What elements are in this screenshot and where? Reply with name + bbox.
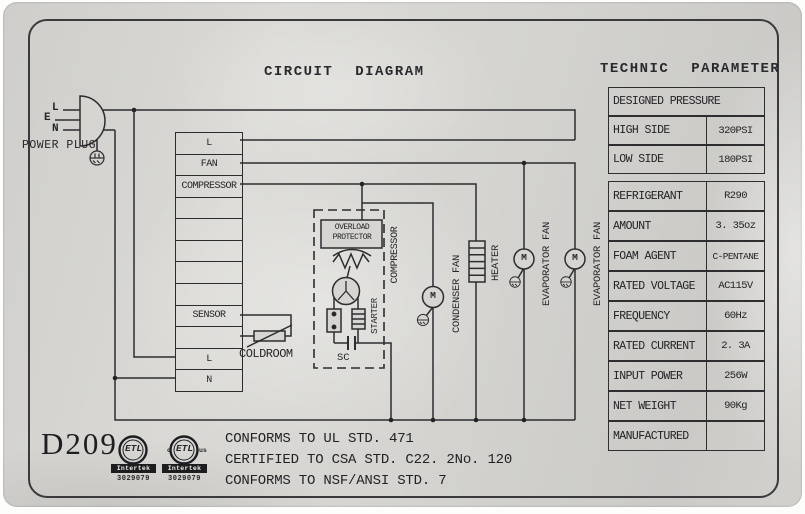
- param-row: RATED CURRENT 2. 3A: [608, 331, 765, 361]
- terminal-row: [176, 327, 242, 349]
- pin-label-n: N: [52, 123, 59, 135]
- technic-parameter-table: DESIGNED PRESSURE HIGH SIDE 320PSI LOW S…: [608, 87, 765, 451]
- terminal-row: N: [206, 375, 212, 387]
- param-row: INPUT POWER 256W: [608, 361, 765, 391]
- plug-ground-icon: [89, 150, 105, 166]
- coldroom-sensor-label: COLDROOM: [239, 347, 293, 361]
- terminal-block: L FAN COMPRESSOR SENSOR L N: [175, 132, 243, 392]
- etl-left-company: Intertek: [111, 464, 156, 473]
- power-plug-icon: [79, 95, 106, 147]
- etl-right-suffix: us: [199, 447, 207, 454]
- evaporator-fan2-ground-icon: [560, 276, 572, 288]
- terminal-row: FAN: [176, 155, 242, 177]
- param-row: FREQUENCY 60Hz: [608, 301, 765, 331]
- condenser-motor-letter: M: [430, 290, 436, 301]
- starter-label: STARTER: [370, 298, 380, 334]
- evaporator-fan2-motor-icon: [564, 248, 586, 270]
- heater-icon: [468, 240, 486, 283]
- evaporator-fan1-motor-icon: [513, 248, 535, 270]
- terminal-row: [176, 198, 242, 220]
- wiring-diagram: [28, 19, 779, 498]
- certification-line: CERTIFIED TO CSA STD. C22. 2No. 120: [225, 452, 513, 468]
- starter-icon: [326, 308, 342, 333]
- starter-coil-icon: [351, 308, 366, 330]
- heater-label: HEATER: [490, 245, 502, 282]
- param-row: REFRIGERANT R290: [608, 181, 765, 211]
- capacitor-icon: [347, 336, 356, 350]
- terminal-row: [176, 262, 242, 285]
- evaporator-fan1-ground-icon: [509, 276, 521, 288]
- condenser-fan-ground-icon: [416, 313, 430, 327]
- terminal-row: COMPRESSOR: [176, 176, 242, 198]
- label-frame-scalloped: [28, 19, 779, 498]
- terminal-row: L: [176, 349, 242, 371]
- rating-label: CIRCUIT DIAGRAM TECHNIC PARAMETER L E N …: [3, 2, 802, 507]
- pin-label-l: L: [52, 102, 59, 114]
- compressor-enclosure: [313, 209, 385, 369]
- param-row: FOAM AGENT C-PENTANE: [608, 241, 765, 271]
- etl-right-number: 3029079: [168, 475, 201, 483]
- condenser-fan-label: CONDENSER FAN: [451, 255, 463, 334]
- etl-right-logo: ETL: [175, 443, 194, 454]
- evaporator2-motor-letter: M: [572, 252, 578, 263]
- certification-line: CONFORMS TO NSF/ANSI STD. 7: [225, 473, 447, 489]
- page-title: CIRCUIT DIAGRAM: [264, 64, 425, 80]
- param-row: NET WEIGHT 90Kg: [608, 391, 765, 421]
- certification-line: CONFORMS TO UL STD. 471: [225, 431, 414, 447]
- evaporator-fan2-label: EVAPORATOR FAN: [592, 222, 604, 307]
- terminal-row: [176, 241, 242, 263]
- terminal-row: L: [176, 133, 242, 155]
- terminal-row: SENSOR: [176, 306, 242, 328]
- param-row: MANUFACTURED: [608, 421, 765, 451]
- param-row: LOW SIDE 180PSI: [608, 145, 765, 174]
- power-plug-label: POWER PLUG: [22, 139, 97, 152]
- start-capacitor-label: SC: [337, 352, 350, 364]
- wires: [55, 109, 576, 421]
- terminal-row: [176, 219, 242, 241]
- thermistor-icon: [246, 324, 293, 348]
- evaporator-fan1-label: EVAPORATOR FAN: [541, 222, 553, 307]
- param-row: AMOUNT 3. 35oz: [608, 211, 765, 241]
- terminal-row: [176, 284, 242, 306]
- compressor-motor-icon: [331, 276, 361, 306]
- etl-left-logo-ring: [118, 435, 148, 465]
- etl-right-prefix: c: [167, 447, 171, 454]
- overload-protector-box: [320, 219, 383, 249]
- etl-right-company: Intertek: [162, 464, 207, 473]
- etl-right-logo-ring: [169, 435, 199, 465]
- condenser-fan-motor-icon: [421, 285, 445, 309]
- junction-dots: [112, 107, 527, 423]
- evaporator1-motor-letter: M: [521, 252, 527, 263]
- model-number: D209: [41, 426, 118, 461]
- compressor-label: COMPRESSOR: [390, 226, 401, 284]
- overload-protector-label: OVERLOAD PROTECTOR: [332, 223, 372, 242]
- param-row: HIGH SIDE 320PSI: [608, 116, 765, 145]
- param-row: DESIGNED PRESSURE: [608, 87, 765, 116]
- pin-label-e: E: [44, 112, 51, 124]
- technic-parameter-title: TECHNIC PARAMETER: [600, 61, 781, 77]
- param-row: RATED VOLTAGE AC115V: [608, 271, 765, 301]
- etl-left-number: 3029079: [117, 475, 150, 483]
- etl-left-logo: ETL: [124, 443, 143, 454]
